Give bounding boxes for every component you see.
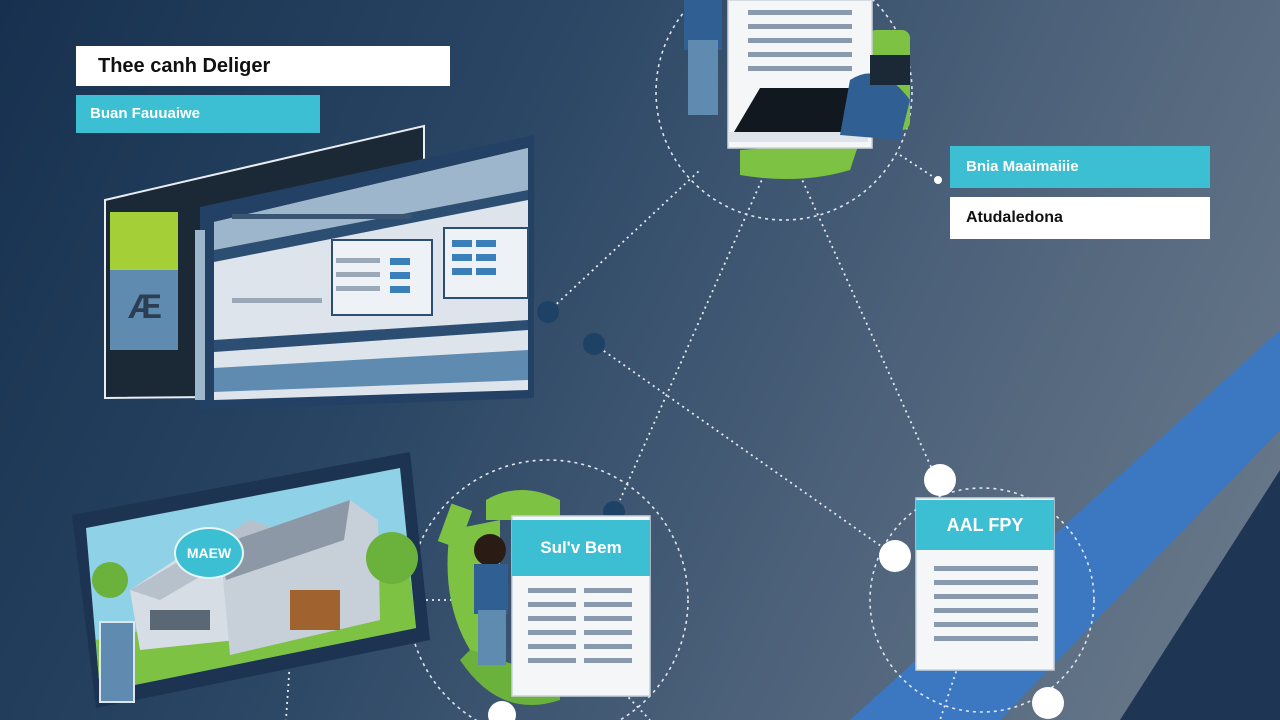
connector-lines bbox=[285, 154, 961, 720]
connector-node-white bbox=[924, 464, 956, 496]
connector-node-white bbox=[488, 701, 516, 720]
dark-corner bbox=[1120, 470, 1280, 720]
right-node-ring bbox=[869, 487, 1095, 713]
house-badge-label: MAEW bbox=[174, 527, 244, 579]
connector-node-white bbox=[879, 540, 911, 572]
person-icon bbox=[474, 534, 508, 665]
header-subtitle: Buan Fauuaiwe bbox=[76, 95, 320, 133]
center-node-ring bbox=[407, 459, 689, 720]
center-card-title: Sul'v Bem bbox=[512, 520, 650, 576]
top-node-illustration bbox=[684, 0, 910, 179]
callout-primary: Bnia Maaimaiiie bbox=[950, 146, 1210, 188]
connector-dot bbox=[583, 333, 605, 355]
monitor-stack-illustration: Æ bbox=[104, 124, 534, 410]
right-card-title: AAL FPY bbox=[916, 500, 1054, 550]
connector-node-white bbox=[1032, 687, 1064, 719]
svg-text:Æ: Æ bbox=[128, 288, 162, 326]
connector-end-dot bbox=[934, 176, 942, 184]
top-node-ring bbox=[655, 0, 913, 221]
laptop-icon bbox=[734, 88, 860, 132]
connector-dot bbox=[537, 301, 559, 323]
house-tablet-illustration bbox=[72, 452, 430, 708]
callout-secondary: Atudaledona bbox=[950, 197, 1210, 239]
person-icon bbox=[684, 0, 722, 115]
header-title: Thee canh Deliger bbox=[76, 46, 450, 86]
